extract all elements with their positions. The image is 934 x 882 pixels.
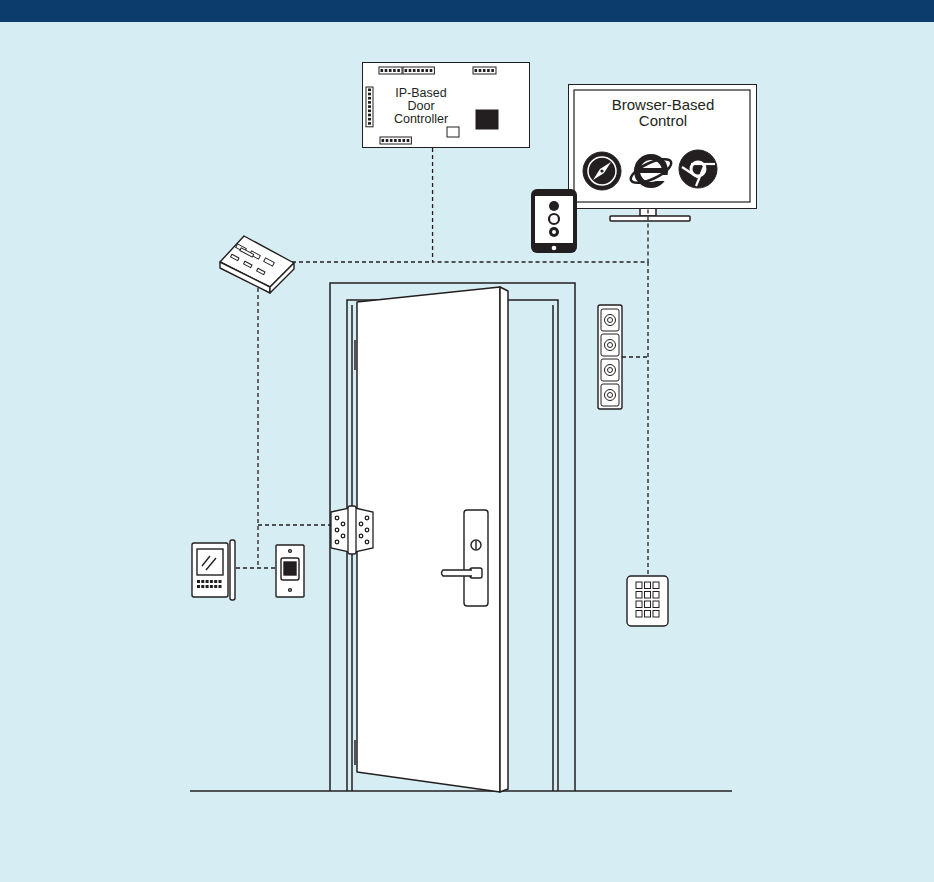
top-bar (0, 0, 934, 22)
monitor-screen: Browser-Based Control (568, 84, 757, 209)
lever-handle (442, 510, 489, 606)
wire (258, 524, 331, 525)
desk-console (220, 236, 294, 293)
monitor-stand (610, 208, 690, 221)
wire (622, 356, 648, 357)
wire (292, 261, 432, 262)
hinge (331, 506, 373, 554)
wall-keypad (627, 576, 668, 626)
door-frame (330, 283, 575, 791)
intercom-unit (598, 305, 622, 409)
wire (257, 288, 258, 568)
biometric-reader (276, 545, 304, 597)
floor-line (190, 790, 732, 792)
door-controller-board: IP-Based Door Controller (362, 62, 530, 148)
node-label: Browser-Based Control (593, 97, 733, 129)
wire (647, 262, 648, 575)
door-leaf (355, 287, 508, 792)
node-label: IP-Based Door Controller (383, 87, 459, 126)
node-artwork (363, 63, 529, 147)
wire (236, 567, 276, 568)
tablet-device (192, 540, 235, 600)
